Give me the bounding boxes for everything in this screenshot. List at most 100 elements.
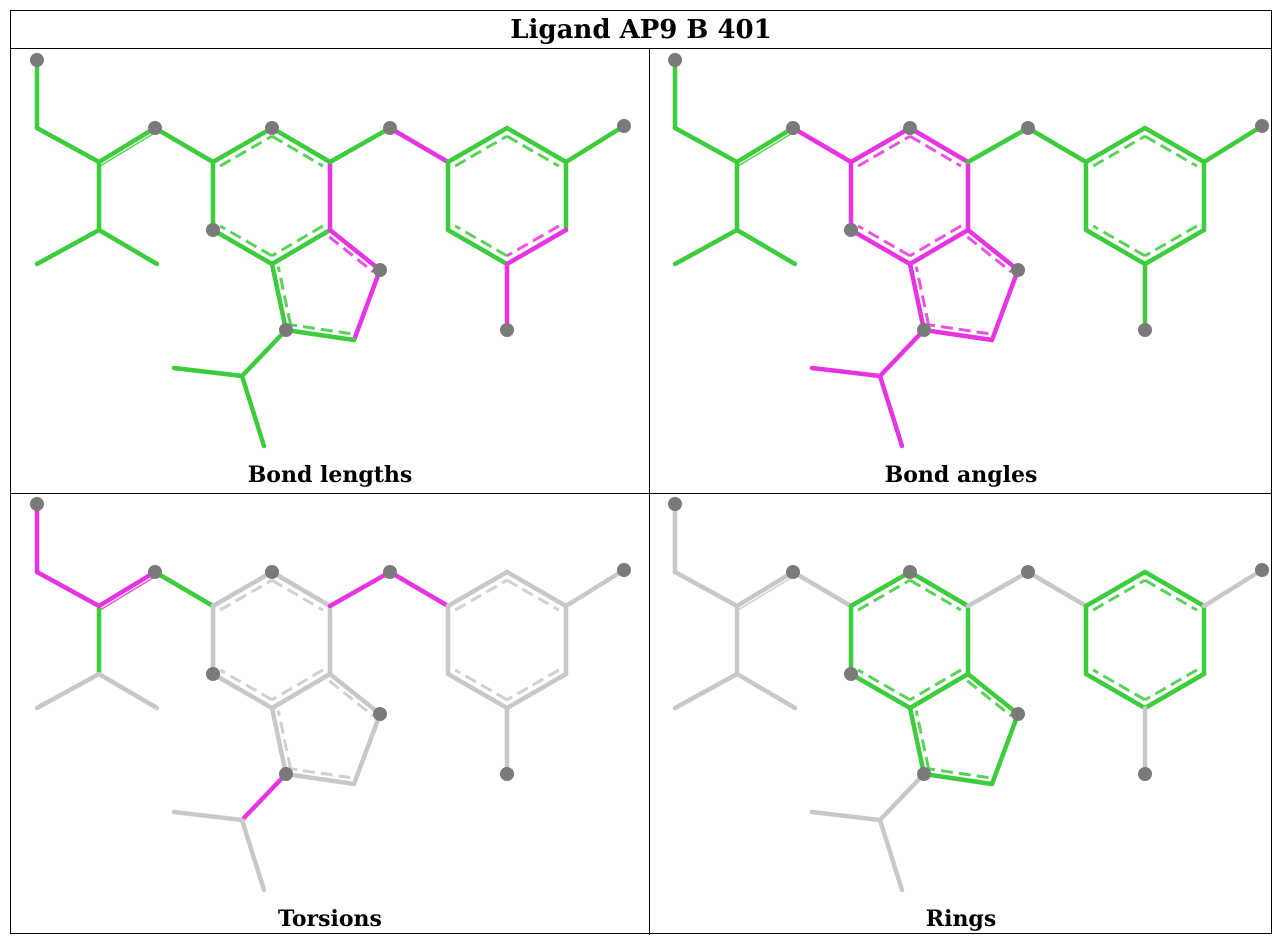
atom-me7 (500, 767, 514, 781)
bond-r3-me6 (1201, 123, 1265, 165)
bond-r4-r5-aromatic (506, 224, 560, 258)
bond-o1-a1 (790, 569, 854, 609)
atom-b1 (1011, 263, 1025, 277)
bond-a4-b1 (327, 671, 383, 717)
bond-a4-b1-aromatic (966, 679, 1013, 718)
bond-ip-me4 (809, 809, 883, 823)
bond-c3-me2 (672, 671, 740, 711)
bond-r4-r5 (1142, 671, 1207, 711)
atom-a6 (844, 223, 858, 237)
bond-a1-a2 (210, 569, 275, 609)
bond-n1-a5 (269, 261, 289, 333)
bond-c1-c2 (34, 125, 102, 165)
bond-a3-o2 (965, 125, 1031, 165)
bond-a2-a3-aromatic (271, 134, 324, 168)
atom-o1 (786, 565, 800, 579)
bond-b1-b2 (989, 267, 1021, 343)
bond-r1-r2-aromatic (1092, 578, 1146, 612)
bond-r4-r5 (504, 671, 569, 711)
row-divider (11, 493, 1271, 494)
bond-ip-me4 (171, 809, 245, 823)
bond-a4-a5 (269, 671, 333, 711)
bond-c2-o1-double (100, 574, 158, 611)
bond-a1-a2 (210, 125, 275, 165)
bond-a4-b1-aromatic (966, 235, 1013, 274)
bond-r4-r5-aromatic (1144, 224, 1198, 258)
bond-o1-a1 (152, 125, 216, 165)
bond-c1-c2 (672, 569, 740, 609)
bond-r5-r6 (445, 227, 510, 267)
atom-o1 (786, 121, 800, 135)
bond-a1-a2 (848, 569, 913, 609)
bond-o2-r1 (1025, 125, 1089, 165)
bond-ip-me5 (877, 373, 905, 449)
bond-r5-r6 (1083, 227, 1148, 267)
atom-a6 (844, 667, 858, 681)
bond-c2-o1 (734, 569, 796, 609)
bond-n1-a5-aromatic (914, 266, 931, 326)
bond-a2-a3-aromatic (271, 578, 324, 612)
bond-c1-c2 (34, 569, 102, 609)
atom-n1 (917, 767, 931, 781)
bond-c2-o1-double (738, 574, 796, 611)
caption-bond-angles: Bond angles (884, 462, 1038, 488)
molecule-bond-lengths (30, 53, 631, 449)
bond-a5-a6-aromatic (857, 224, 911, 258)
bond-a5-a6-aromatic (219, 224, 273, 258)
bond-ip-me5 (239, 373, 267, 449)
bond-a4-b1 (327, 227, 383, 273)
molecule-torsions (30, 497, 631, 893)
atom-me7 (1138, 323, 1152, 337)
atom-me1 (30, 53, 44, 67)
bond-a3-o2 (327, 569, 393, 609)
bond-r1-r2 (445, 125, 510, 165)
atom-me1 (668, 53, 682, 67)
atom-b1 (1011, 707, 1025, 721)
atom-a2 (265, 121, 279, 135)
bond-a1-a2-aromatic (857, 134, 911, 168)
bond-a4-a5-aromatic (909, 668, 962, 702)
bond-c2-o1 (96, 569, 158, 609)
bond-c2-o1-double (100, 130, 158, 167)
atom-a2 (903, 121, 917, 135)
atom-a6 (206, 223, 220, 237)
bond-a5-a6-aromatic (857, 668, 911, 702)
bond-n1-a5 (907, 261, 927, 333)
bond-r1-r2-aromatic (1092, 134, 1146, 168)
bond-r4-r5 (504, 227, 569, 267)
bond-r4-r5-aromatic (1144, 668, 1198, 702)
bond-c2-o1-double (738, 130, 796, 167)
atom-me6 (1255, 563, 1269, 577)
bond-a1-a2-aromatic (219, 578, 273, 612)
bond-r5-r6-aromatic (1092, 224, 1146, 258)
figure-title: Ligand AP9 B 401 (11, 11, 1271, 49)
bond-a2-a3-aromatic (909, 578, 962, 612)
bond-n1-ip (239, 771, 289, 823)
bond-ip-me5 (239, 817, 267, 893)
bond-n1-a5-aromatic (276, 266, 293, 326)
bond-a2-a3 (907, 125, 971, 165)
bond-r3-me6 (1201, 567, 1265, 609)
bond-n1-a5-aromatic (914, 710, 931, 770)
panel-torsions: Torsions (12, 494, 648, 936)
bond-c3-me2 (34, 671, 102, 711)
bond-n1-a5-aromatic (276, 710, 293, 770)
bond-a1-a2-aromatic (857, 578, 911, 612)
bond-r5-r6 (1083, 671, 1148, 711)
bond-n1-a5 (907, 705, 927, 777)
caption-rings: Rings (925, 906, 997, 932)
atom-a2 (903, 565, 917, 579)
bond-b1-b2 (351, 267, 383, 343)
bond-b1-b2 (351, 711, 383, 787)
bond-r1-r2-aromatic (454, 134, 508, 168)
bond-b2-n1-aromatic (928, 767, 989, 780)
bond-a4-a5 (269, 227, 333, 267)
atom-o2 (1021, 565, 1035, 579)
bond-r2-r3 (1142, 125, 1207, 165)
bond-c3-me3 (96, 227, 160, 267)
bond-o2-r1 (387, 569, 451, 609)
bond-b2-n1 (921, 327, 995, 343)
bond-a3-o2 (327, 125, 393, 165)
bond-r5-r6-aromatic (1092, 668, 1146, 702)
bond-r2-r3-aromatic (1144, 578, 1198, 612)
